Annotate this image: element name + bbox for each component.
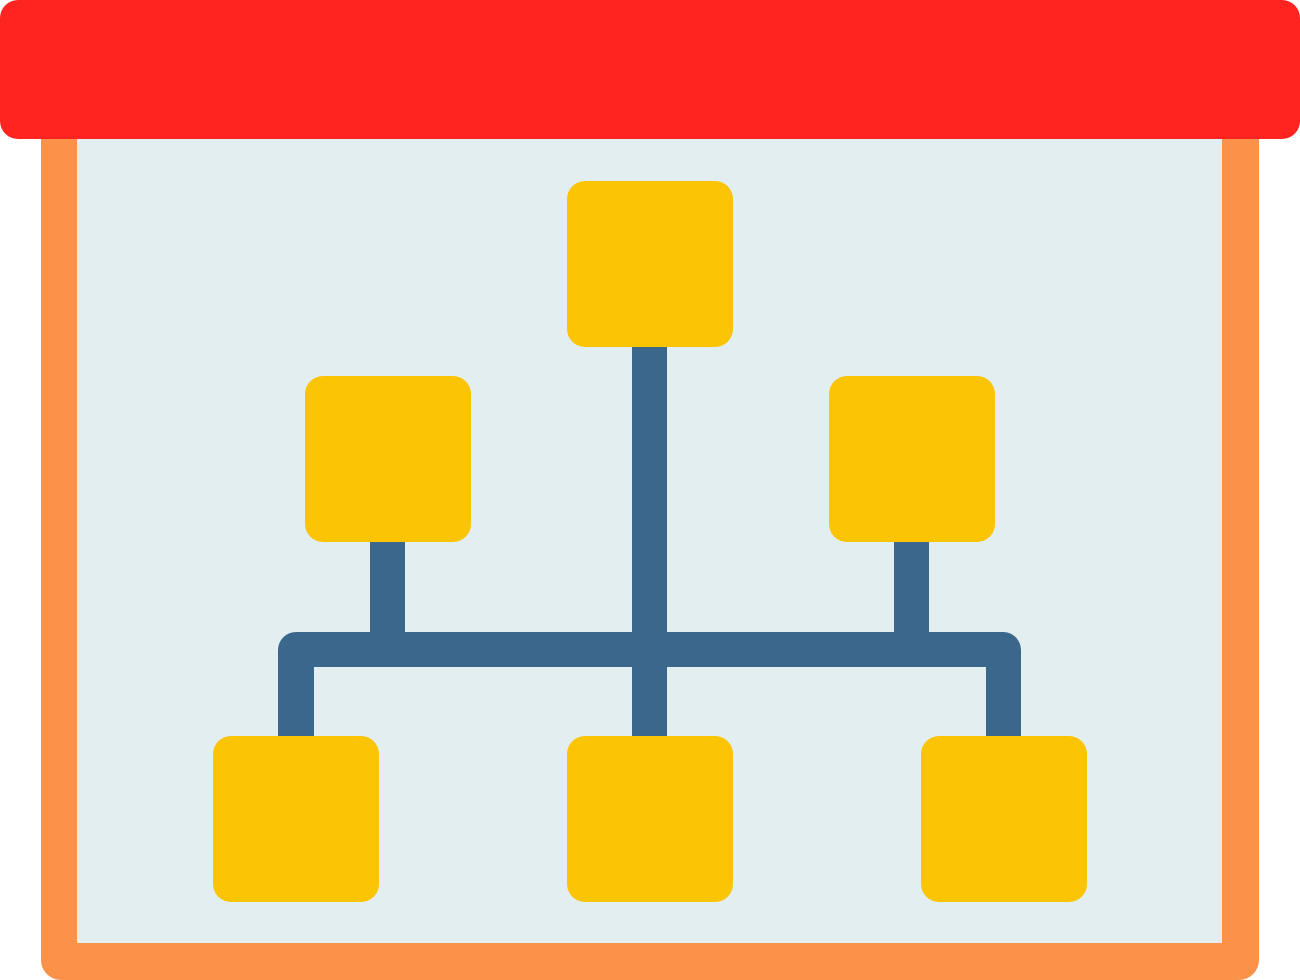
node-bottom-right <box>921 736 1087 902</box>
node-bottom-left <box>213 736 379 902</box>
header-bar <box>0 0 1300 139</box>
connector-top-vertical <box>632 330 667 750</box>
node-middle-left <box>305 376 471 542</box>
connector-right-vertical <box>894 525 929 645</box>
node-middle-right <box>829 376 995 542</box>
nodes <box>213 181 1087 902</box>
node-bottom-center <box>567 736 733 902</box>
connector-lines <box>278 330 1021 750</box>
connector-horizontal-bus <box>278 632 1021 750</box>
connector-left-vertical <box>370 525 405 645</box>
node-top <box>567 181 733 347</box>
